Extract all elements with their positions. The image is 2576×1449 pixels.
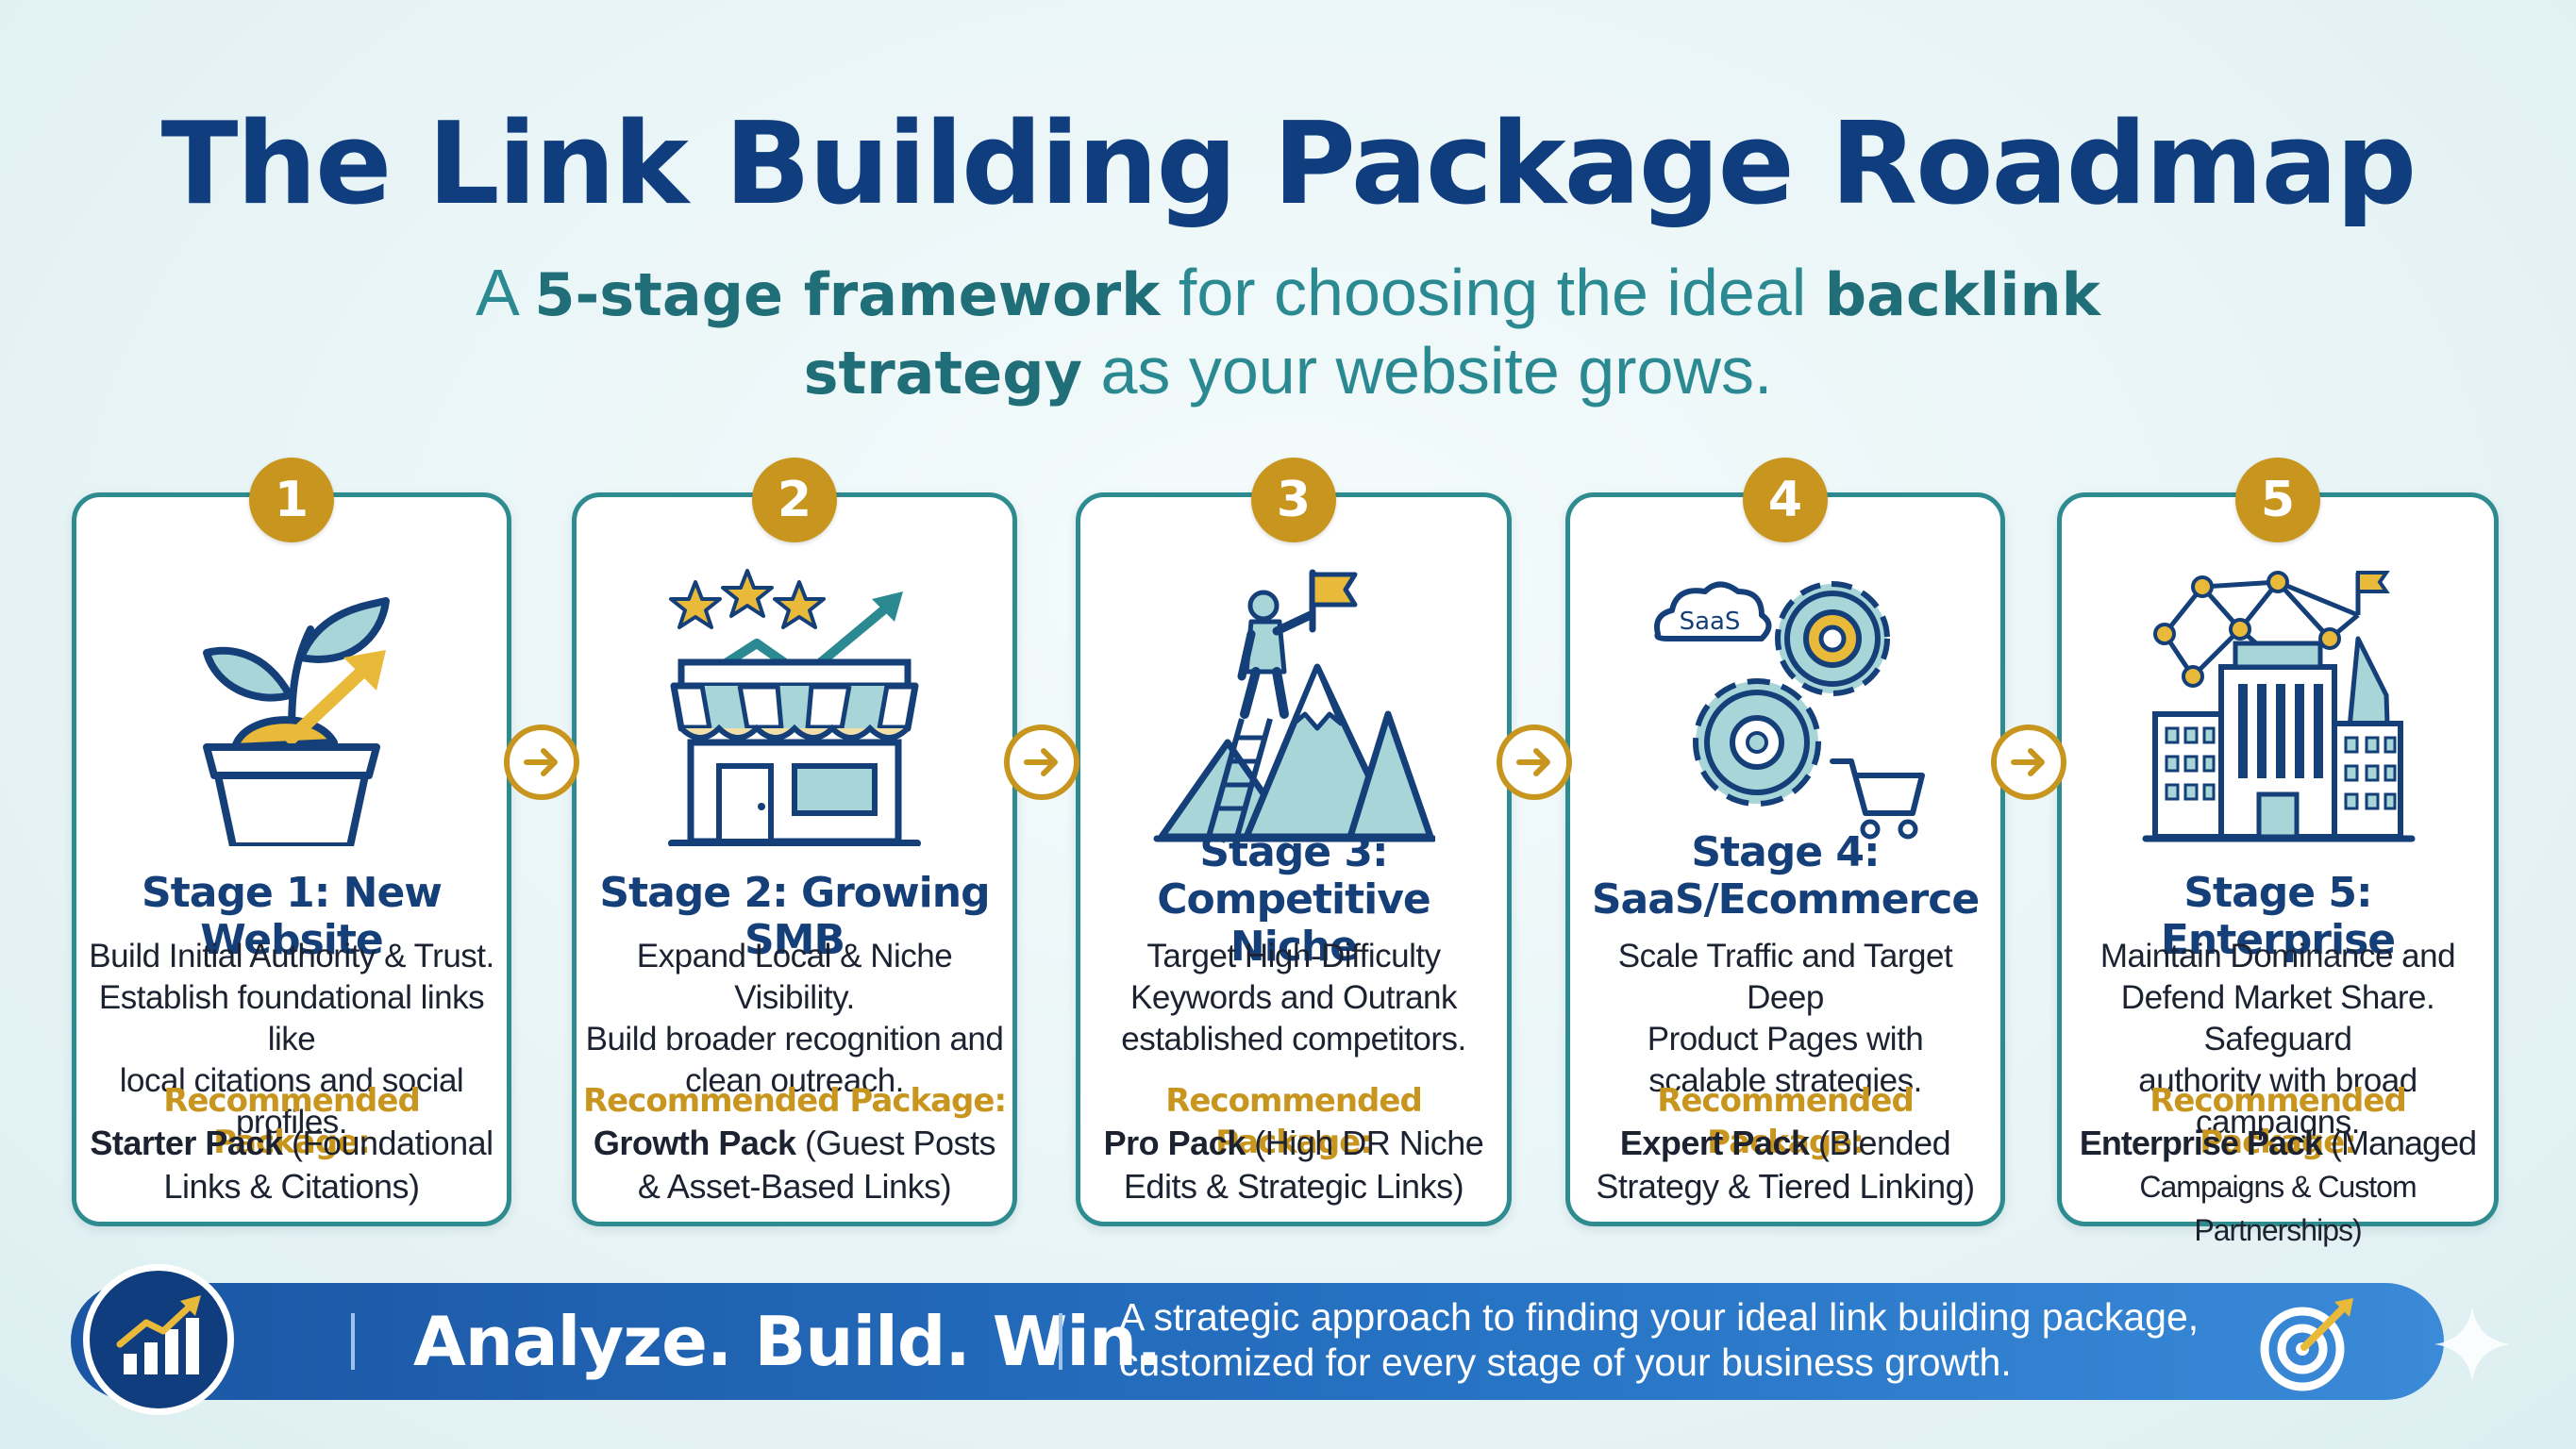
package-detail: Campaigns & Custom Partnerships): [2139, 1170, 2417, 1247]
stage-card-5: 5: [2057, 458, 2499, 1247]
stage-arrow-2-3: [1004, 724, 1079, 800]
subtitle-emphasis: backlink strategy: [803, 260, 2100, 408]
subtitle-emphasis: 5-stage framework: [534, 260, 1161, 329]
stage-card-4: 4 SaaS Stage 4: SaaS/Ecommerce Scale Tra…: [1565, 458, 2005, 1226]
recommended-package: Enterprise Pack (Managed Campaigns & Cus…: [2067, 1122, 2488, 1252]
stage-number-badge: 1: [249, 458, 334, 542]
stage-card-2: 2 Stage 2: Growing SMB Expand Local & Ni…: [572, 458, 1017, 1226]
stage-title-line: Stage 3:: [1199, 828, 1388, 876]
desc-line: Maintain Dominance and: [2099, 938, 2456, 974]
desc-line: authority with broad campaigns.: [2138, 1062, 2417, 1141]
package-detail: (Guest Posts: [795, 1124, 996, 1162]
package-name: Growth Pack: [593, 1124, 796, 1162]
desc-line: local citations and social profiles.: [119, 1062, 464, 1141]
recommended-package: Growth Pack (Guest Posts & Asset-Based L…: [582, 1122, 1007, 1208]
recommended-label: Recommended Package:: [163, 1082, 421, 1161]
stage-number-badge: 2: [752, 458, 837, 542]
stage-title: Stage 1: New Website: [86, 870, 497, 964]
stage-description: Maintain Dominance and Defend Market Sha…: [2067, 936, 2488, 1143]
stage-title-line: Stage 4:: [1691, 828, 1880, 876]
stage-card-1: 1 Stage 1: New Website Build Initial Aut…: [72, 458, 511, 1226]
stage-description: Scale Traffic and Target Deep Product Pa…: [1576, 936, 1995, 1102]
desc-line: Establish foundational links like: [98, 979, 485, 1058]
page-subtitle: A 5-stage framework for choosing the ide…: [439, 255, 2137, 411]
saas-cloud-label: SaaS: [1680, 608, 1741, 636]
stage-title-line: Stage 1: New Website: [142, 869, 443, 964]
stage-title-line: SaaS/Ecommerce: [1591, 875, 1980, 924]
package-name: Expert Pack: [1619, 1124, 1810, 1162]
package-detail: Strategy & Tiered Linking): [1596, 1167, 1975, 1206]
banner-text: A strategic approach to finding your ide…: [1119, 1294, 2251, 1385]
stage-title: Stage 3: Competitive Niche: [1090, 829, 1497, 971]
desc-line: Product Pages with: [1647, 1021, 1924, 1058]
enterprise-network-icon: [2142, 571, 2416, 842]
recommended-label: Recommended Package:: [2149, 1082, 2407, 1161]
arrow-right-icon: [1516, 748, 1550, 776]
banner-text-line: customized for every stage of your busin…: [1119, 1341, 2012, 1384]
package-name: Starter Pack: [90, 1124, 283, 1162]
package-detail: & Asset-Based Links): [637, 1167, 952, 1206]
desc-line: Defend Market Share. Safeguard: [2120, 979, 2435, 1058]
package-name: Pro Pack: [1103, 1124, 1246, 1162]
package-detail: Edits & Strategic Links): [1123, 1167, 1464, 1206]
stage-number-badge: 5: [2235, 458, 2320, 542]
stage-title-line: Stage 2: Growing SMB: [599, 869, 990, 964]
recommended-label: Recommended Package:: [582, 1082, 1007, 1120]
stage-description: Target High-Difficulty Keywords and Outr…: [1086, 936, 1501, 1060]
banner-text-line: A strategic approach to finding your ide…: [1119, 1295, 2200, 1339]
recommended-label: Recommended Package:: [1657, 1082, 1915, 1161]
recommended-label: Recommended Package:: [1165, 1082, 1423, 1161]
stage-number-badge: 4: [1743, 458, 1828, 542]
arrow-right-icon: [524, 748, 558, 776]
package-detail: (Blended: [1809, 1124, 1951, 1162]
desc-line: Keywords and Outrank: [1129, 979, 1458, 1016]
storefront-stars-icon: [668, 569, 921, 846]
package-detail: (High DR Niche: [1245, 1124, 1484, 1162]
gears-cart-icon: SaaS: [1654, 581, 1925, 840]
stage-number-badge: 3: [1251, 458, 1336, 542]
stage-title-line: Competitive Niche: [1157, 875, 1430, 971]
stage-arrow-1-2: [504, 724, 579, 800]
arrow-right-icon: [2011, 748, 2045, 776]
subtitle-part: A: [476, 256, 535, 329]
growth-chart-icon: [83, 1264, 234, 1415]
stage-title: Stage 5: Enterprise: [2071, 870, 2484, 964]
desc-line: Scale Traffic and Target Deep: [1617, 938, 1953, 1016]
desc-line: established competitors.: [1121, 1021, 1466, 1058]
recommended-package: Pro Pack (High DR Niche Edits & Strategi…: [1086, 1122, 1501, 1208]
banner-divider: [1059, 1313, 1062, 1370]
recommended-package: Expert Pack (Blended Strategy & Tiered L…: [1576, 1122, 1995, 1208]
target-icon: [2260, 1298, 2353, 1391]
stage-title-line: Stage 5: Enterprise: [2160, 869, 2396, 964]
stage-arrow-3-4: [1497, 724, 1572, 800]
stage-description: Build Initial Authority & Trust. Establi…: [82, 936, 501, 1143]
subtitle-part: as your website grows.: [1082, 334, 1773, 408]
package-name: Enterprise Pack: [2079, 1124, 2323, 1162]
mountain-climber-icon: [1153, 569, 1435, 842]
desc-line: Build Initial Authority & Trust.: [89, 938, 494, 974]
stage-description: Expand Local & Niche Visibility. Build b…: [582, 936, 1007, 1102]
stage-title: Stage 2: Growing SMB: [586, 870, 1003, 964]
sparkle-icon: [2434, 1307, 2510, 1382]
stage-title: Stage 4: SaaS/Ecommerce: [1580, 829, 1991, 924]
package-detail: (Foundational: [282, 1124, 493, 1162]
package-detail: Links & Citations): [163, 1167, 420, 1206]
stage-card-3: 3 Stage 3: Competitive Niche Target High…: [1076, 458, 1512, 1226]
stage-arrow-4-5: [1991, 724, 2066, 800]
package-detail: (Managed: [2322, 1124, 2477, 1162]
desc-line: scalable strategies.: [1648, 1062, 1922, 1099]
bottom-banner: [71, 1283, 2444, 1400]
subtitle-part: for choosing the ideal: [1160, 256, 1825, 329]
desc-line: Target High-Difficulty: [1146, 938, 1441, 974]
recommended-package: Starter Pack (Foundational Links & Citat…: [82, 1122, 501, 1208]
bar-chart-icon: [116, 1295, 201, 1374]
arrow-right-icon: [1024, 748, 1058, 776]
desc-line: Build broader recognition and: [585, 1021, 1004, 1058]
banner-divider: [351, 1313, 355, 1370]
page-title: The Link Building Package Roadmap: [160, 99, 2417, 230]
plant-growth-icon: [203, 597, 390, 846]
desc-line: Expand Local & Niche Visibility.: [636, 938, 953, 1016]
banner-headline: Analyze. Build. Win.: [413, 1302, 1162, 1381]
desc-line: clean outreach.: [685, 1062, 904, 1099]
